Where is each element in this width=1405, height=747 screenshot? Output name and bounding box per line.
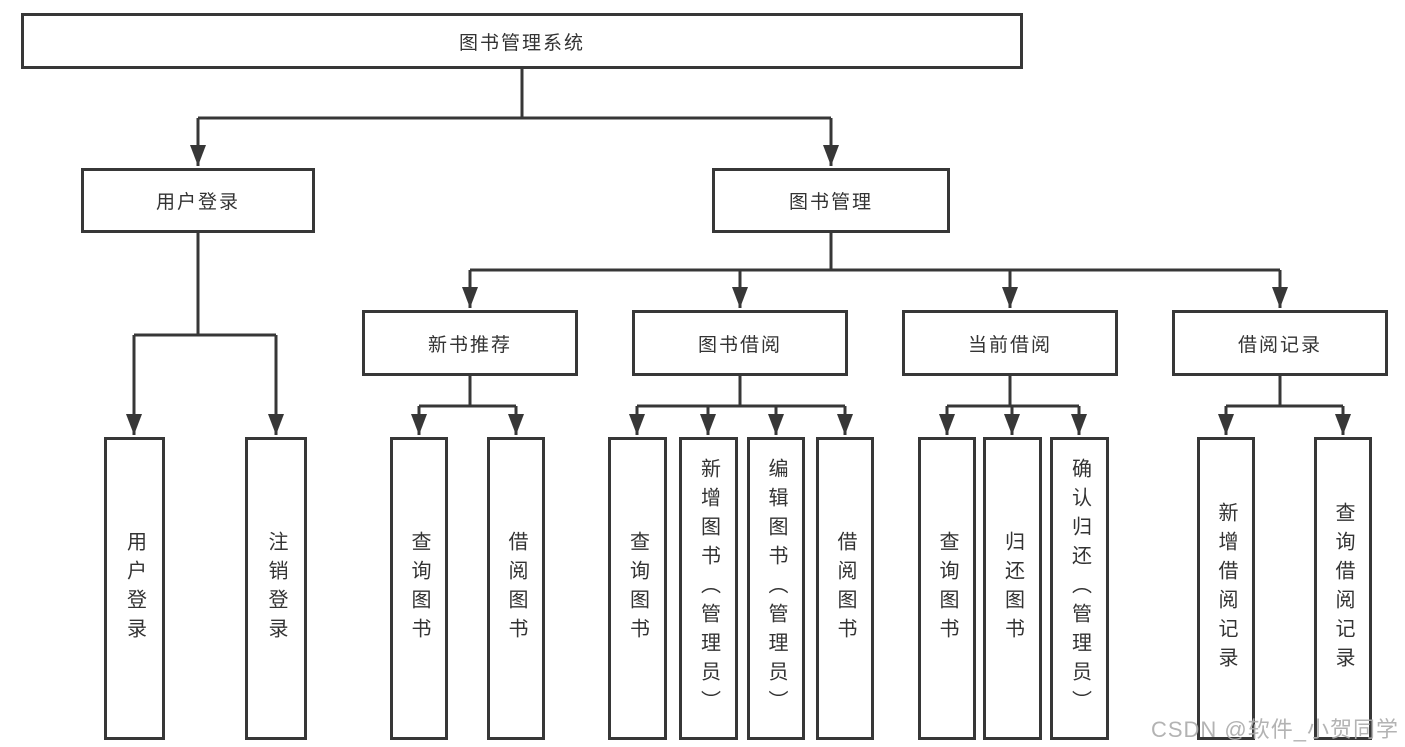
node-label: 注销登录 bbox=[265, 530, 287, 647]
node-leaf-logout: 注销登录 bbox=[245, 437, 307, 740]
node-leaf-add-book-admin: 新增图书（管理员） bbox=[679, 437, 738, 740]
node-label: 编辑图书（管理员） bbox=[765, 458, 787, 719]
node-leaf-return-book: 归还图书 bbox=[983, 437, 1042, 740]
node-new-book-recommend: 新书推荐 bbox=[362, 310, 578, 376]
node-borrow-record: 借阅记录 bbox=[1172, 310, 1388, 376]
node-leaf-query-book-3: 查询图书 bbox=[918, 437, 976, 740]
node-book-management: 图书管理 bbox=[712, 168, 950, 233]
node-leaf-query-book-2: 查询图书 bbox=[608, 437, 667, 740]
node-leaf-confirm-return-admin: 确认归还（管理员） bbox=[1050, 437, 1109, 740]
node-leaf-query-borrow-record: 查询借阅记录 bbox=[1314, 437, 1372, 740]
node-label: 归还图书 bbox=[1001, 530, 1024, 647]
node-label: 查询借阅记录 bbox=[1332, 501, 1354, 676]
node-label: 新增图书（管理员） bbox=[697, 458, 720, 719]
node-label: 查询图书 bbox=[626, 530, 649, 647]
node-user-login: 用户登录 bbox=[81, 168, 315, 233]
node-book-borrow: 图书借阅 bbox=[632, 310, 848, 376]
node-leaf-user-login: 用户登录 bbox=[104, 437, 165, 740]
node-label: 新增借阅记录 bbox=[1215, 501, 1237, 676]
node-leaf-query-book-1: 查询图书 bbox=[390, 437, 448, 740]
node-current-borrow: 当前借阅 bbox=[902, 310, 1118, 376]
node-label: 确认归还（管理员） bbox=[1068, 458, 1091, 719]
node-label: 查询图书 bbox=[936, 530, 958, 647]
csdn-watermark: CSDN @软件_小贺同学 bbox=[1150, 717, 1399, 742]
node-leaf-edit-book-admin: 编辑图书（管理员） bbox=[747, 437, 805, 740]
node-leaf-borrow-book-1: 借阅图书 bbox=[487, 437, 545, 740]
node-label: 借阅图书 bbox=[505, 530, 527, 647]
node-label: 用户登录 bbox=[123, 530, 146, 647]
node-label: 查询图书 bbox=[408, 530, 430, 647]
node-leaf-add-borrow-record: 新增借阅记录 bbox=[1197, 437, 1255, 740]
node-leaf-borrow-book-2: 借阅图书 bbox=[816, 437, 874, 740]
node-root-system: 图书管理系统 bbox=[21, 13, 1023, 69]
node-label: 借阅图书 bbox=[834, 530, 856, 647]
